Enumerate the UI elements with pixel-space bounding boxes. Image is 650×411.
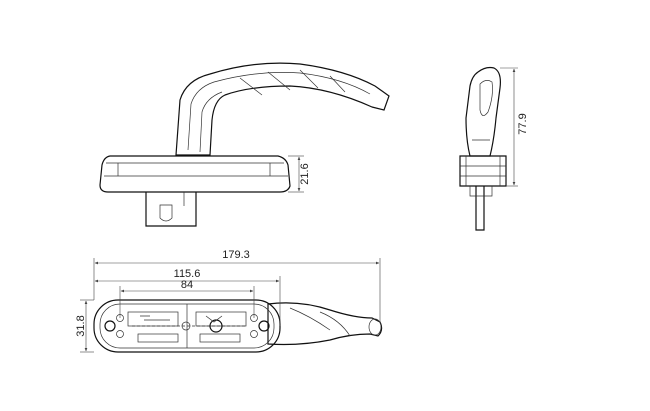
screw-hole-right-b	[250, 330, 258, 338]
end-base	[459, 155, 507, 187]
spindle-hole	[209, 319, 223, 333]
side-base	[99, 155, 291, 193]
screw-hole-right-top	[258, 320, 270, 332]
dim-side-base-height: 21.6	[288, 155, 311, 193]
side-spindle-tongue	[145, 192, 197, 227]
plan-lever	[267, 302, 383, 346]
dim-label-end-total-height: 77.9	[517, 113, 529, 134]
dim-label-side-base-height: 21.6	[299, 163, 311, 184]
dim-plan-base-length: 115.6	[94, 268, 281, 326]
screw-hole-left-b	[116, 330, 124, 338]
dim-plan-base-width: 31.8	[75, 299, 94, 353]
screw-hole-left-top	[104, 320, 116, 332]
dim-plan-total-length: 179.3	[93, 249, 381, 322]
end-lever	[465, 66, 501, 157]
dim-label-plan-base-length: 115.6	[174, 268, 201, 280]
dim-end-total-height: 77.9	[500, 67, 529, 187]
dim-plan-hole-spacing: 84	[119, 279, 255, 318]
end-spindle	[475, 186, 485, 231]
dim-label-plan-base-width: 31.8	[75, 315, 87, 336]
plan-view	[93, 299, 383, 353]
side-lever	[175, 62, 390, 156]
dim-label-plan-total-length: 179.3	[222, 249, 250, 261]
end-view	[459, 66, 507, 231]
side-elevation-view	[99, 62, 390, 227]
dim-label-plan-hole-spacing: 84	[181, 279, 193, 291]
